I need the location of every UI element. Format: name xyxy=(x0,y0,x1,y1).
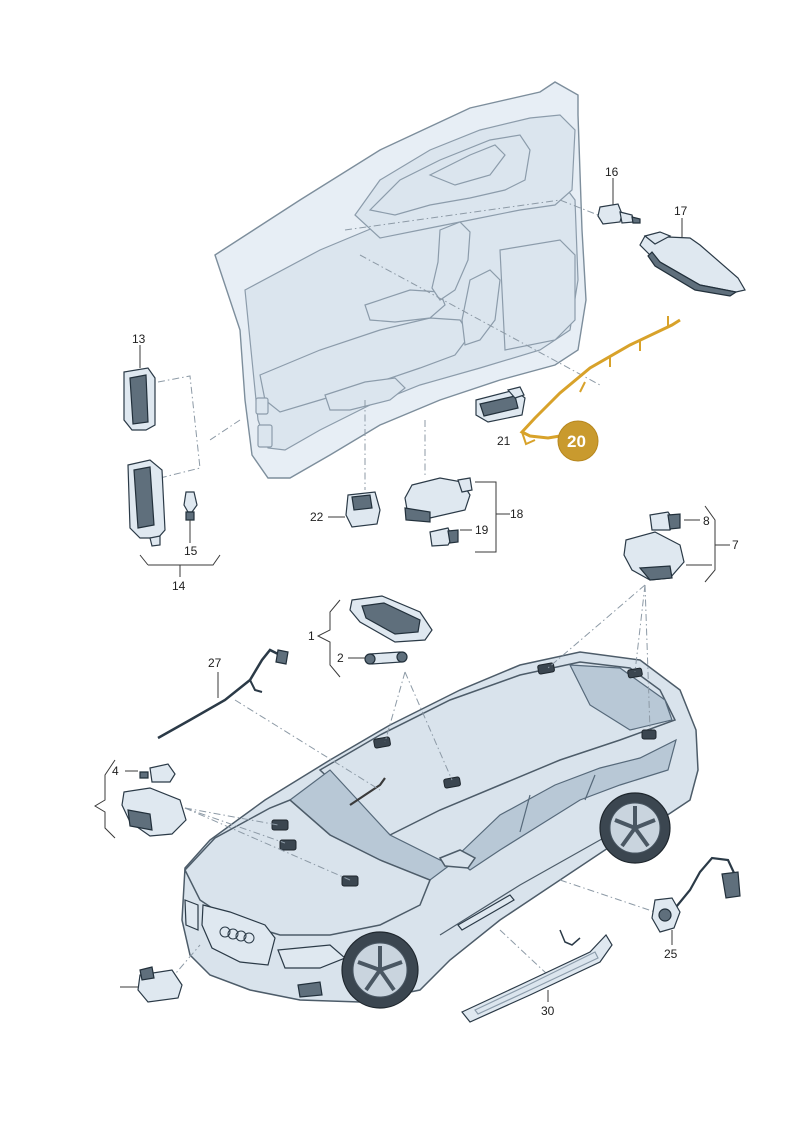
car-leader-lines xyxy=(169,584,656,981)
part-18-lamp xyxy=(404,477,510,553)
part-16-lamp xyxy=(597,178,641,225)
door-trim-panel xyxy=(214,81,587,479)
label-13: 13 xyxy=(132,332,146,346)
car-body xyxy=(181,651,699,1009)
callout-labels: 16 17 13 21 20 22 18 19 15 14 8 7 1 2 27… xyxy=(112,165,739,1018)
label-18: 18 xyxy=(510,507,524,521)
car-light-markers xyxy=(271,662,657,887)
label-22: 22 xyxy=(310,510,324,524)
label-16: 16 xyxy=(605,165,619,179)
part-25-speaker-lamp xyxy=(651,856,741,945)
part-7-lamp xyxy=(623,505,730,583)
part-4-lamp xyxy=(94,759,187,839)
part-19-bulb xyxy=(429,527,472,547)
label-21: 21 xyxy=(497,434,511,448)
part-22-switch xyxy=(328,491,381,528)
label-30: 30 xyxy=(541,1004,555,1018)
part-30-door-sill-trim xyxy=(461,929,613,1023)
part-1-interior-light xyxy=(316,595,433,678)
label-14: 14 xyxy=(172,579,186,593)
part-15-bulb xyxy=(183,491,198,543)
part-2-festoon-bulb xyxy=(348,651,408,665)
part-27-fiber-cable xyxy=(157,648,289,740)
door-leader-lines xyxy=(157,199,601,490)
part-21-switch xyxy=(475,386,526,423)
label-7: 7 xyxy=(732,538,739,552)
part-13-cover xyxy=(123,345,156,431)
part-14-lamp-housing xyxy=(127,459,221,577)
part-17-trim-light-strip xyxy=(639,218,746,297)
label-8: 8 xyxy=(703,514,710,528)
part-20-wiring-harness xyxy=(519,316,681,462)
part-8-bulb xyxy=(649,511,700,531)
label-4: 4 xyxy=(112,764,119,778)
label-25: 25 xyxy=(664,947,678,961)
label-2: 2 xyxy=(337,651,344,665)
label-17: 17 xyxy=(674,204,688,218)
front-lamp-unit xyxy=(120,966,183,1003)
label-20: 20 xyxy=(567,432,586,451)
label-15: 15 xyxy=(184,544,198,558)
label-27: 27 xyxy=(208,656,222,670)
label-19: 19 xyxy=(475,523,489,537)
label-1: 1 xyxy=(308,629,315,643)
